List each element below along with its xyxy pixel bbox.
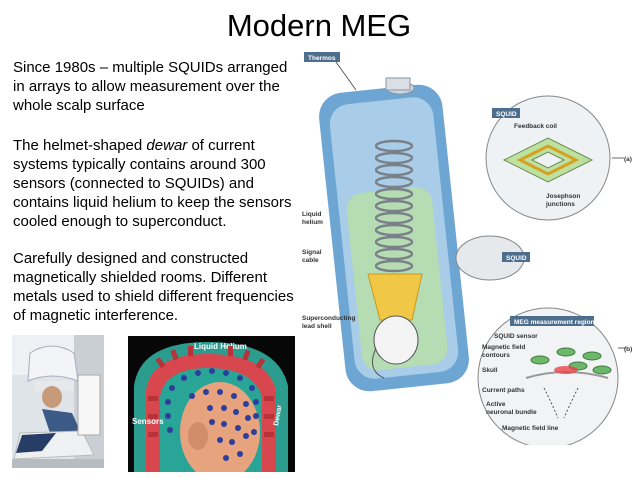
bullet-line: magnetically shielded rooms. Different bbox=[13, 269, 268, 286]
bullet-line: cooled enough to superconduct. bbox=[13, 213, 227, 230]
bullet-line: in arrays to allow measurement over the bbox=[13, 78, 280, 95]
bullet-line: whole scalp surface bbox=[13, 97, 145, 114]
bullet-shielded-rooms: Carefully designed and constructed magne… bbox=[13, 249, 313, 325]
josephson-label-2: junctions bbox=[545, 201, 575, 208]
bullet-line: systems typically contains around 300 bbox=[13, 156, 266, 173]
meg-region-tag bbox=[510, 316, 594, 326]
coil-spring bbox=[374, 139, 414, 273]
sensor-dots bbox=[165, 368, 259, 461]
josephson-label-1: Josephson bbox=[546, 193, 580, 200]
bullet-text: of current bbox=[187, 137, 255, 154]
superconducting-label-1: Superconducting bbox=[302, 315, 355, 322]
squid-tag-1-label: SQUID bbox=[496, 111, 517, 118]
signal-cable-label-2: cable bbox=[302, 257, 319, 264]
skull-label: Skull bbox=[482, 367, 498, 374]
head-model bbox=[373, 315, 419, 365]
meg-schematic: Thermos Liquid helium Signal cable Sup bbox=[296, 48, 636, 449]
meg-scanner-illustration bbox=[12, 335, 104, 468]
bullet-squid-arrays: Since 1980s – multiple SQUIDs arranged i… bbox=[13, 58, 313, 115]
squid-tag-2-label: SQUID bbox=[506, 255, 527, 262]
thermos-label: Thermos bbox=[308, 55, 336, 62]
feedback-coil-label: Feedback coil bbox=[514, 123, 557, 130]
thermos-tag bbox=[304, 52, 340, 62]
meg-scanner-photo bbox=[12, 335, 104, 468]
helmet-dewar-illustration: Liquid Helium Sensors Dewar bbox=[128, 336, 295, 472]
bullet-line: sensors (connected to SQUIDs) and bbox=[13, 175, 254, 192]
sensors-label: Sensors bbox=[132, 417, 164, 426]
dewar-cells bbox=[148, 346, 274, 437]
helmet-dewar-photo: Liquid Helium Sensors Dewar bbox=[128, 336, 295, 472]
field-line-label: Magnetic field line bbox=[502, 425, 559, 432]
meg-schematic-figure: Thermos Liquid helium Signal cable Sup bbox=[296, 48, 636, 449]
slide-title: Modern MEG bbox=[226, 8, 412, 43]
squid-sensor-label: SQUID sensor bbox=[494, 333, 538, 340]
magnetic-field-label-1: Magnetic field bbox=[482, 344, 525, 351]
dewar-label: Dewar bbox=[273, 404, 284, 426]
panel-b-label: (b) bbox=[624, 346, 632, 353]
liquid-helium-label-2: helium bbox=[302, 219, 323, 226]
liquid-helium-label-1: Liquid bbox=[302, 211, 322, 218]
active-label-2: neuronal bundle bbox=[486, 409, 537, 416]
meg-region-label: MEG measurement region bbox=[514, 319, 595, 326]
squid-tag-1 bbox=[492, 108, 520, 118]
bullet-line: of magnetic interference. bbox=[13, 307, 179, 324]
dewar-term: dewar bbox=[146, 137, 188, 154]
bullet-text: The helmet-shaped bbox=[13, 137, 147, 154]
squid-tag-2 bbox=[502, 252, 530, 262]
bullet-line: metals used to shield different frequenc… bbox=[13, 288, 294, 305]
current-paths-label: Current paths bbox=[482, 387, 525, 394]
bullet-line: The helmet-shaped dewar of current bbox=[13, 136, 313, 155]
bullet-line: Since 1980s – multiple SQUIDs arranged bbox=[13, 59, 288, 76]
liquid-helium-label: Liquid Helium bbox=[194, 342, 247, 351]
signal-cable-label-1: Signal bbox=[302, 249, 322, 256]
yellow-cone bbox=[367, 273, 423, 321]
bullet-dewar: The helmet-shaped dewar of current syste… bbox=[13, 136, 313, 231]
squid-chip bbox=[502, 137, 594, 183]
bullet-line: contains liquid helium to keep the senso… bbox=[13, 194, 292, 211]
magnetic-field-label-2: contours bbox=[482, 352, 510, 359]
bullet-line: Carefully designed and constructed bbox=[13, 250, 249, 267]
active-label-1: Active bbox=[486, 401, 506, 408]
panel-a-label: (a) bbox=[624, 156, 632, 163]
superconducting-label-2: lead shell bbox=[302, 323, 332, 330]
